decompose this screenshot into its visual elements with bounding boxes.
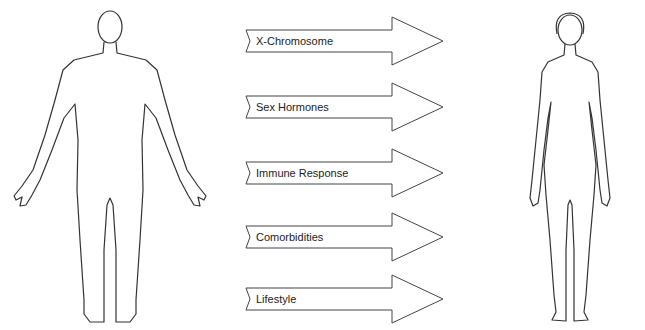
arrow-path (246, 275, 443, 323)
arrow-path (246, 17, 443, 65)
arrow-label: Lifestyle (256, 293, 296, 306)
female-head (558, 15, 582, 45)
arrow-label: Comorbidities (256, 231, 323, 244)
male-body (14, 42, 206, 322)
female-hair (556, 13, 584, 34)
arrow-shape: X-Chromosome (246, 16, 444, 66)
arrow-label: X-Chromosome (256, 35, 333, 48)
arrow-label: Immune Response (256, 167, 348, 180)
arrow-path (246, 83, 443, 131)
female-body (530, 44, 610, 321)
arrow-shape: Sex Hormones (246, 82, 444, 132)
arrow-path (246, 213, 443, 261)
male-head (98, 11, 122, 43)
arrow-path (246, 149, 443, 197)
arrow-shape: Lifestyle (246, 274, 444, 324)
arrow-shape: Immune Response (246, 148, 444, 198)
arrow-shape: Comorbidities (246, 212, 444, 262)
arrow-label: Sex Hormones (256, 101, 329, 114)
